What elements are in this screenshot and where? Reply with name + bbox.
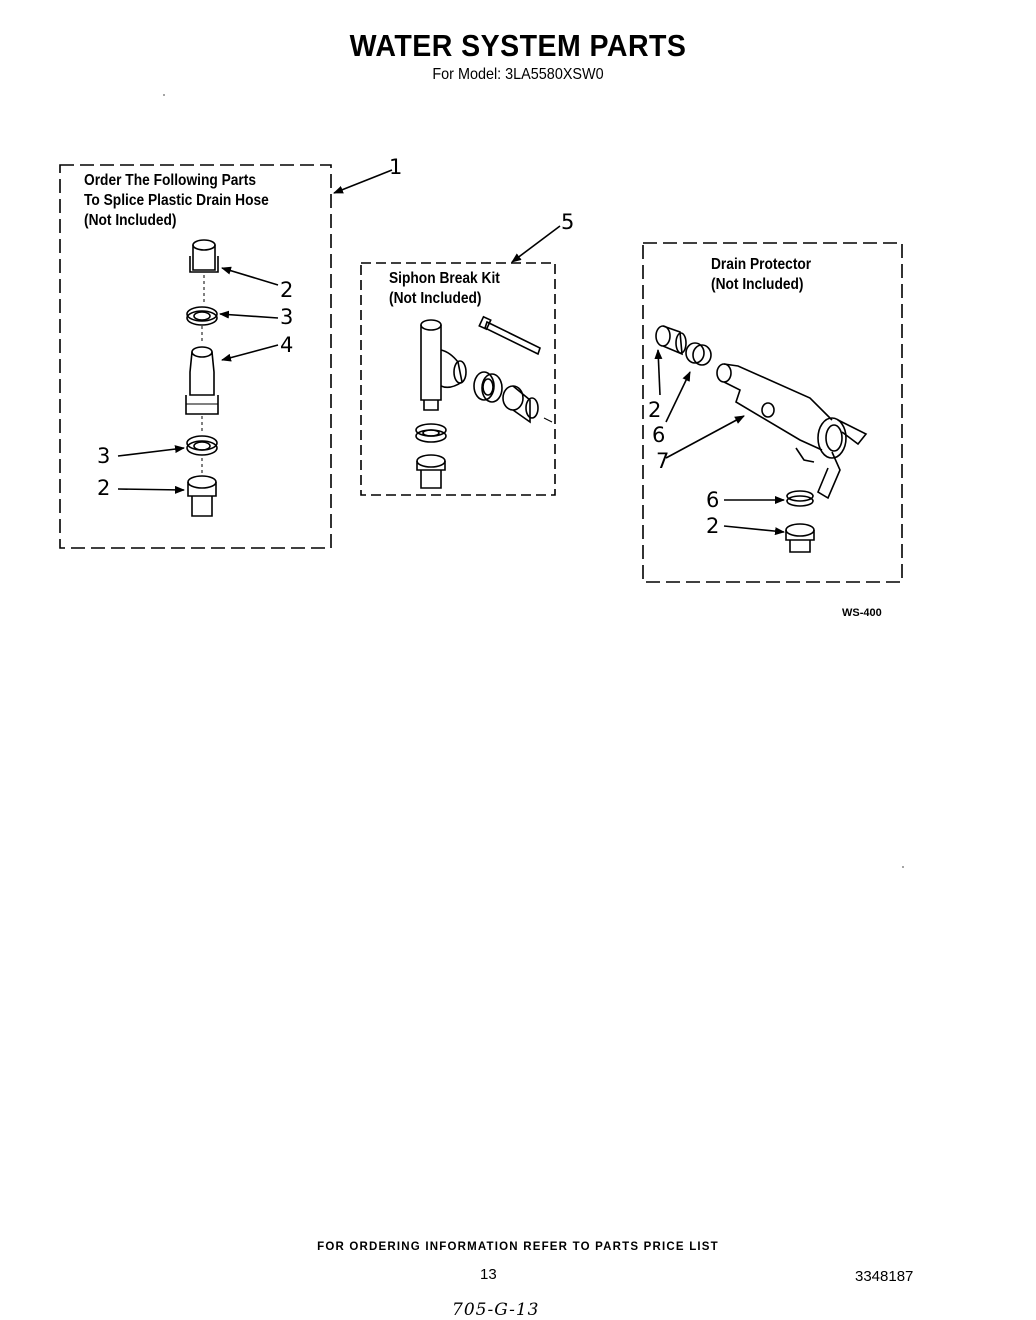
drain-title-line-1: Drain Protector — [711, 256, 812, 273]
label-splice-bottom-coupling: 2 — [97, 476, 111, 500]
siphon-tee-shape — [420, 319, 467, 411]
label-splice-connector: 4 — [280, 333, 294, 357]
siphon-clamp-shape — [473, 371, 503, 403]
splice-bottom-coupling-shape — [187, 475, 217, 517]
label-drain-protector-body: 7 — [656, 449, 670, 473]
siphon-title-line-1: Siphon Break Kit — [389, 270, 500, 287]
splice-top-clamp-shape — [186, 306, 218, 326]
drain-title-line-2: (Not Included) — [711, 276, 804, 293]
label-splice-bottom-clamp: 3 — [97, 444, 111, 468]
handwritten-note: 705-G-13 — [452, 1300, 540, 1320]
siphon-panel-title: Siphon Break Kit (Not Included) — [389, 269, 500, 309]
callout-1-arrow — [333, 169, 393, 194]
siphon-tie-strap-shape — [478, 315, 541, 356]
label-drain-bottom-clamp: 6 — [706, 488, 720, 512]
splice-bottom-clamp-shape — [186, 435, 218, 456]
siphon-coupling-shape — [502, 385, 539, 424]
scan-dot — [902, 866, 904, 868]
callout-5-arrow — [511, 225, 561, 263]
splice-title-line-3: (Not Included) — [84, 212, 177, 229]
siphon-panel-border — [360, 262, 556, 496]
ordering-note: FOR ORDERING INFORMATION REFER TO PARTS … — [317, 1241, 719, 1253]
callout-1: 1 — [389, 155, 403, 179]
siphon-title-line-2: (Not Included) — [389, 290, 482, 307]
splice-panel-border — [59, 164, 332, 549]
label-drain-left-coupling: 2 — [648, 398, 662, 422]
callout-5: 5 — [561, 210, 575, 234]
label-drain-bottom-coupling: 2 — [706, 514, 720, 538]
label-splice-top-coupling: 2 — [280, 278, 294, 302]
drain-bottom-coupling-shape — [785, 523, 815, 553]
splice-title-line-2: To Splice Plastic Drain Hose — [84, 192, 269, 209]
document-number: 3348187 — [855, 1268, 914, 1285]
drain-left-coupling-shape — [655, 325, 687, 356]
splice-connector-shape — [185, 346, 219, 415]
splice-title-line-1: Order The Following Parts — [84, 172, 257, 189]
siphon-bottom-clamp-shape — [415, 423, 447, 443]
splice-panel-title: Order The Following Parts To Splice Plas… — [84, 171, 269, 231]
figure-reference: WS-400 — [842, 607, 882, 619]
page-number: 13 — [480, 1266, 497, 1283]
drain-panel-title: Drain Protector (Not Included) — [711, 255, 811, 295]
drain-bottom-clamp-shape — [786, 490, 814, 507]
drain-left-clamp-shape — [685, 342, 712, 366]
drain-protector-body-shape — [716, 363, 868, 500]
drain-panel-border — [642, 242, 903, 583]
splice-top-coupling-shape — [189, 239, 219, 304]
label-splice-top-clamp: 3 — [280, 305, 294, 329]
scan-dot — [163, 94, 165, 96]
page-title: WATER SYSTEM PARTS — [349, 28, 687, 63]
siphon-bottom-coupling-shape — [416, 454, 446, 489]
model-subtitle: For Model: 3LA5580XSW0 — [432, 66, 604, 83]
label-drain-left-clamp: 6 — [652, 423, 666, 447]
